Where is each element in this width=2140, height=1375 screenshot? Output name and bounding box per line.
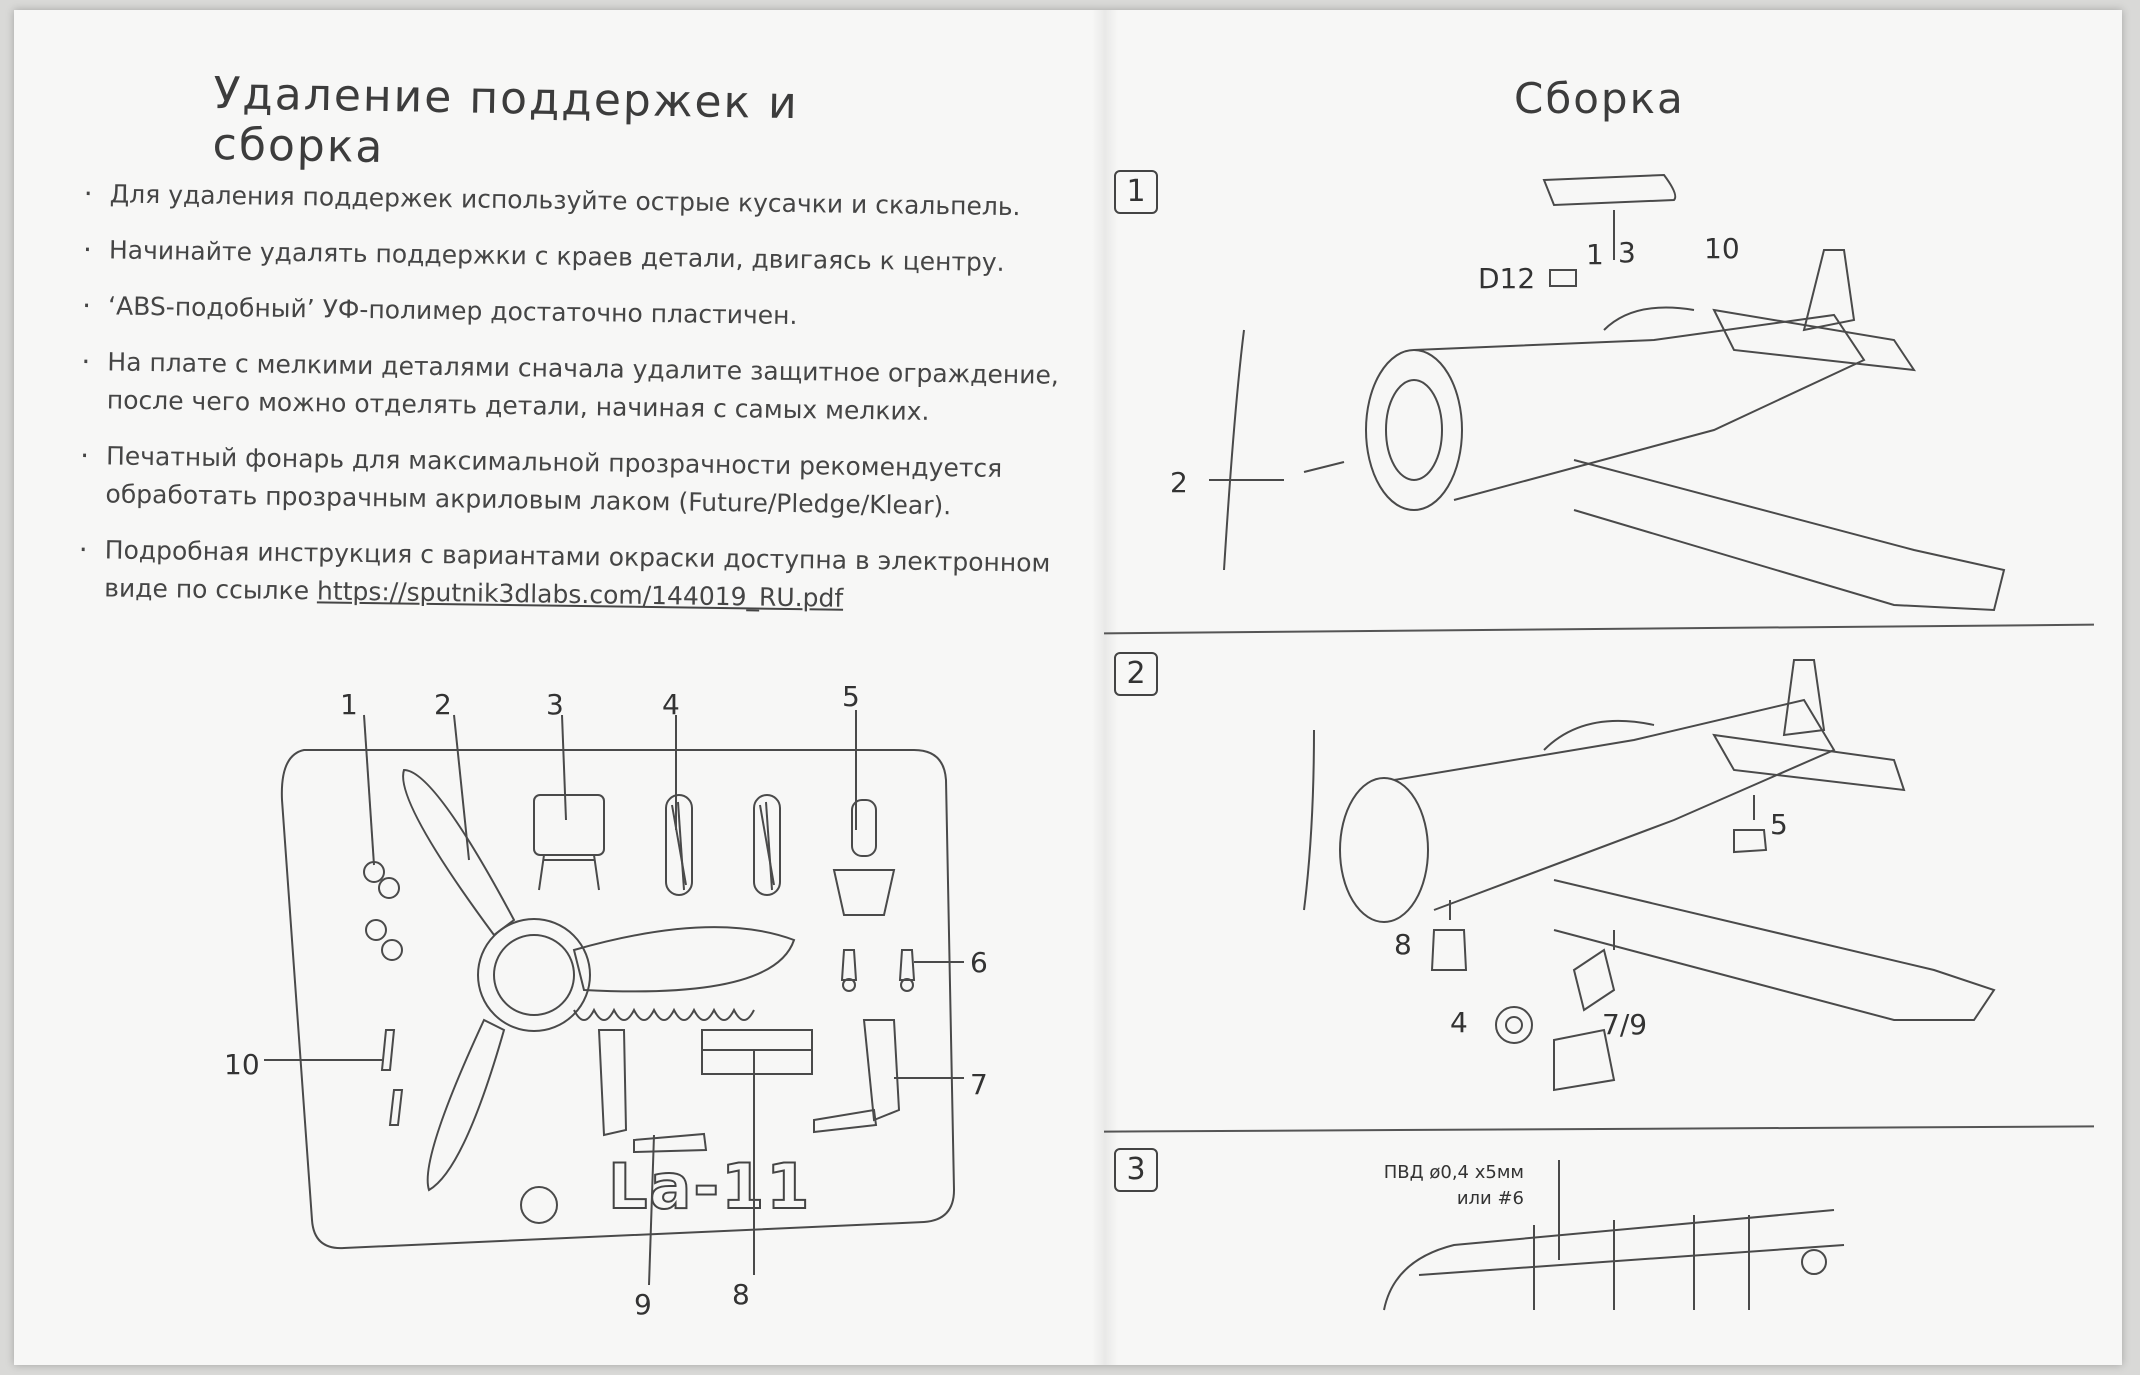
step2-label-7-9: 7/9 (1602, 1008, 1648, 1041)
part-label-10: 10 (224, 1048, 260, 1081)
step2-aircraft-drawing (1303, 659, 1996, 1092)
part-label-2: 2 (434, 688, 452, 721)
part-label-4: 4 (662, 688, 680, 721)
part-label-9: 9 (634, 1288, 652, 1321)
step1-label-10: 10 (1704, 232, 1740, 265)
part-label-1: 1 (340, 688, 358, 721)
seat-part (533, 794, 605, 856)
step3-note-line1: ПВД ø0,4 x5мм (1383, 1162, 1524, 1183)
step2-label-4: 4 (1450, 1006, 1468, 1039)
step1-label-3: 3 (1618, 236, 1636, 269)
part-label-7: 7 (970, 1068, 988, 1101)
step2-label-5: 5 (1770, 808, 1788, 841)
step-1-badge: 1 (1114, 170, 1158, 214)
line-drawings (264, 173, 2006, 1311)
part-label-3: 3 (546, 688, 564, 721)
step-3-badge: 3 (1114, 1148, 1158, 1192)
instruction-sheet: Удаление поддержек и сборка Для удаления… (14, 10, 2122, 1365)
step3-wing-drawing (1383, 1160, 1845, 1311)
page-title-right: Сборка (1514, 74, 1685, 123)
part-label-5: 5 (842, 680, 860, 713)
step3-note-line2: или #6 (1456, 1188, 1524, 1209)
step1-label-d12: D12 (1478, 262, 1536, 295)
step1-aircraft-drawing (1209, 173, 2006, 612)
part-label-8: 8 (732, 1278, 750, 1311)
step2-label-8: 8 (1394, 928, 1412, 961)
sprue-marking: La-11 (607, 1149, 812, 1224)
step1-label-2: 2 (1170, 466, 1188, 499)
step1-label-1: 1 (1586, 238, 1604, 271)
page-fold (1092, 10, 1118, 1365)
step-2-badge: 2 (1114, 652, 1158, 696)
propeller-part (402, 768, 796, 1192)
part-label-6: 6 (970, 946, 988, 979)
sprue-frame (280, 749, 956, 1250)
step3-note: ПВД ø0,4 x5мм или #6 (1314, 1160, 1524, 1212)
